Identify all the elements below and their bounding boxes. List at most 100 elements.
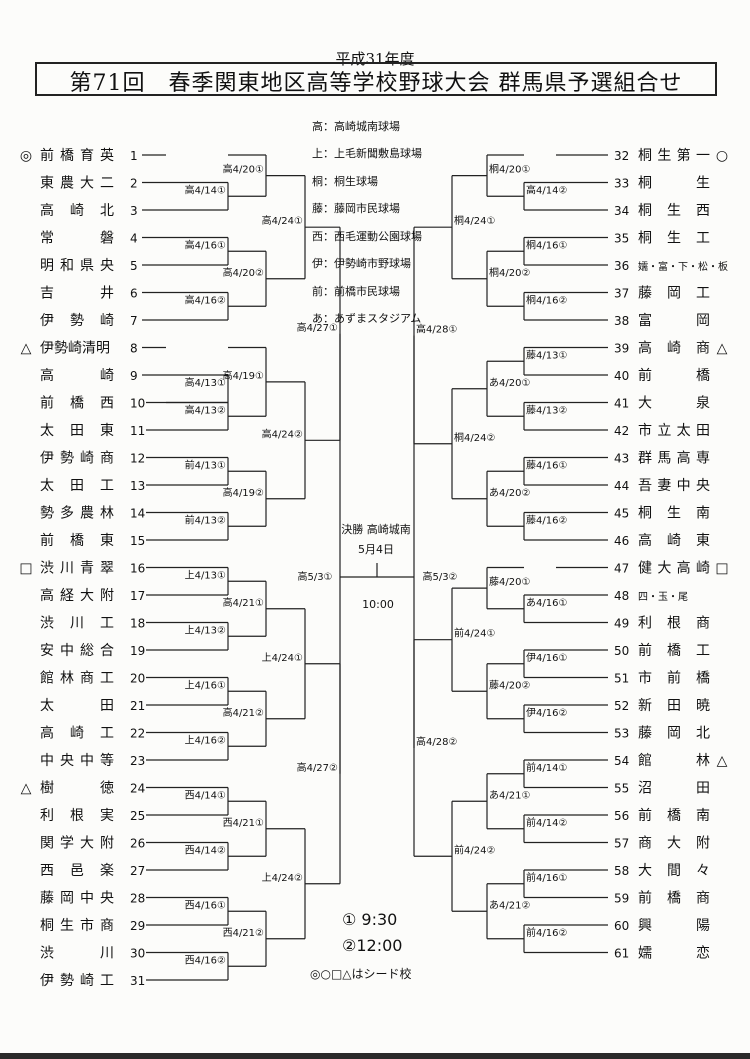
match-label: 上4/16① xyxy=(185,679,226,691)
team-name: 嬬・富・下・松・板 xyxy=(638,260,728,273)
team-number: 20 xyxy=(130,672,145,686)
team-name: 桐生工 xyxy=(638,231,710,247)
team-name: 前橋南 xyxy=(638,807,710,824)
seed-mark: □ xyxy=(715,561,728,577)
match-label: 高4/20① xyxy=(223,163,264,176)
team-name: 太田工 xyxy=(40,478,114,494)
team-name: 群馬高専 xyxy=(638,450,710,467)
team-name: 西邑楽 xyxy=(40,863,114,879)
team-number: 40 xyxy=(614,369,629,383)
match-label: 高4/28① xyxy=(416,322,457,335)
match-label: あ4/16① xyxy=(526,597,567,609)
match-label: 藤4/20① xyxy=(489,576,530,588)
team-number: 7 xyxy=(130,314,138,328)
team-number: 59 xyxy=(614,892,629,906)
team-name: 桐生市商 xyxy=(40,917,114,934)
final-match: 決勝 高崎城南 5月4日 10:00 高5/3① 高5/3② xyxy=(297,522,457,611)
team-number: 12 xyxy=(130,452,145,466)
team-number: 16 xyxy=(130,562,145,576)
team-number: 39 xyxy=(614,342,629,356)
team-name: 前橋工 xyxy=(638,642,710,659)
match-label: 高4/21① xyxy=(223,596,264,609)
team-number: 53 xyxy=(614,727,629,741)
match-label: 西4/16① xyxy=(185,900,226,911)
match-label: 藤4/20② xyxy=(489,679,530,691)
team-name: 藤岡北 xyxy=(638,726,710,742)
seed-mark: △ xyxy=(717,753,728,769)
final-venue: 決勝 高崎城南 xyxy=(341,522,411,536)
team-name: 安中総合 xyxy=(40,643,114,659)
match-label: 高4/13② xyxy=(185,403,226,416)
match-label: 前4/16② xyxy=(526,926,567,939)
match-label: 高4/24① xyxy=(262,214,303,227)
team-name: 館林商工 xyxy=(40,670,114,687)
scan-edge xyxy=(0,1053,750,1059)
seed-mark: □ xyxy=(19,561,32,577)
match-label: 藤4/16② xyxy=(526,514,567,526)
match-label: 高4/28② xyxy=(416,735,457,748)
team-name: 藤岡中央 xyxy=(40,891,114,907)
match-label: 前4/16① xyxy=(526,871,567,884)
team-name: 藤岡工 xyxy=(638,286,710,302)
team-number: 17 xyxy=(130,589,145,603)
team-name: 新田暁 xyxy=(638,698,710,714)
final-time: 10:00 xyxy=(362,598,394,611)
team-number: 35 xyxy=(614,232,629,246)
match-label: 西4/16② xyxy=(185,955,226,966)
match-label: 上4/16② xyxy=(185,734,226,746)
team-name: 東農大二 xyxy=(40,176,114,192)
match-label: 上4/13② xyxy=(185,624,226,636)
team-number: 25 xyxy=(130,809,145,823)
time-slot-1: ① 9:30 xyxy=(342,910,397,929)
time-slot-2: ②12:00 xyxy=(342,936,402,955)
match-label: 高4/27① xyxy=(297,321,338,334)
team-number: 3 xyxy=(130,204,138,218)
match-label: 西4/14① xyxy=(185,790,226,801)
team-number: 57 xyxy=(614,837,629,851)
match-label: 高4/19② xyxy=(223,486,264,499)
team-number: 58 xyxy=(614,864,629,878)
team-name: 樹徳 xyxy=(40,781,114,797)
team-number: 60 xyxy=(614,919,629,933)
team-number: 11 xyxy=(130,424,145,438)
team-name: 高崎 xyxy=(40,367,114,384)
team-name: 関学大附 xyxy=(40,836,114,852)
team-number: 50 xyxy=(614,644,629,658)
team-number: 31 xyxy=(130,974,145,988)
match-label: 高4/20② xyxy=(223,266,264,279)
title-frame xyxy=(35,62,717,96)
team-number: 18 xyxy=(130,617,145,631)
team-name: 伊勢崎工 xyxy=(40,973,114,989)
match-label: 高4/27② xyxy=(297,761,338,774)
team-name: 吾妻中央 xyxy=(638,478,710,494)
team-name: 太田 xyxy=(40,698,114,714)
match-label: 上4/24① xyxy=(262,652,303,664)
team-number: 47 xyxy=(614,562,629,576)
team-number: 23 xyxy=(130,754,145,768)
team-number: 54 xyxy=(614,754,629,768)
team-number: 30 xyxy=(130,947,145,961)
team-number: 46 xyxy=(614,534,629,548)
team-name: 富岡 xyxy=(638,312,710,329)
match-label: 桐4/24② xyxy=(454,431,495,444)
team-name: 渋川青翠 xyxy=(40,561,114,577)
venue-item: 上：上毛新聞敷島球場 xyxy=(312,146,422,160)
team-number: 38 xyxy=(614,314,629,328)
team-name: 太田東 xyxy=(40,423,114,439)
team-number: 9 xyxy=(130,369,138,383)
match-label: 伊4/16① xyxy=(526,652,567,664)
team-name: 館林 xyxy=(638,752,710,769)
team-number: 22 xyxy=(130,727,145,741)
match-label: 前4/13① xyxy=(185,458,226,471)
team-name: 沼田 xyxy=(638,781,710,797)
match-label: 高4/19① xyxy=(223,369,264,382)
seed-mark: △ xyxy=(21,341,32,357)
team-number: 14 xyxy=(130,507,145,521)
match-label: 高4/24② xyxy=(262,427,303,440)
team-name: 市前橋 xyxy=(638,670,710,687)
match-label: 高4/14① xyxy=(185,183,226,196)
team-number: 33 xyxy=(614,177,629,191)
venue-item: 藤：藤岡市民球場 xyxy=(312,201,400,215)
match-label: 高4/14② xyxy=(526,183,567,196)
